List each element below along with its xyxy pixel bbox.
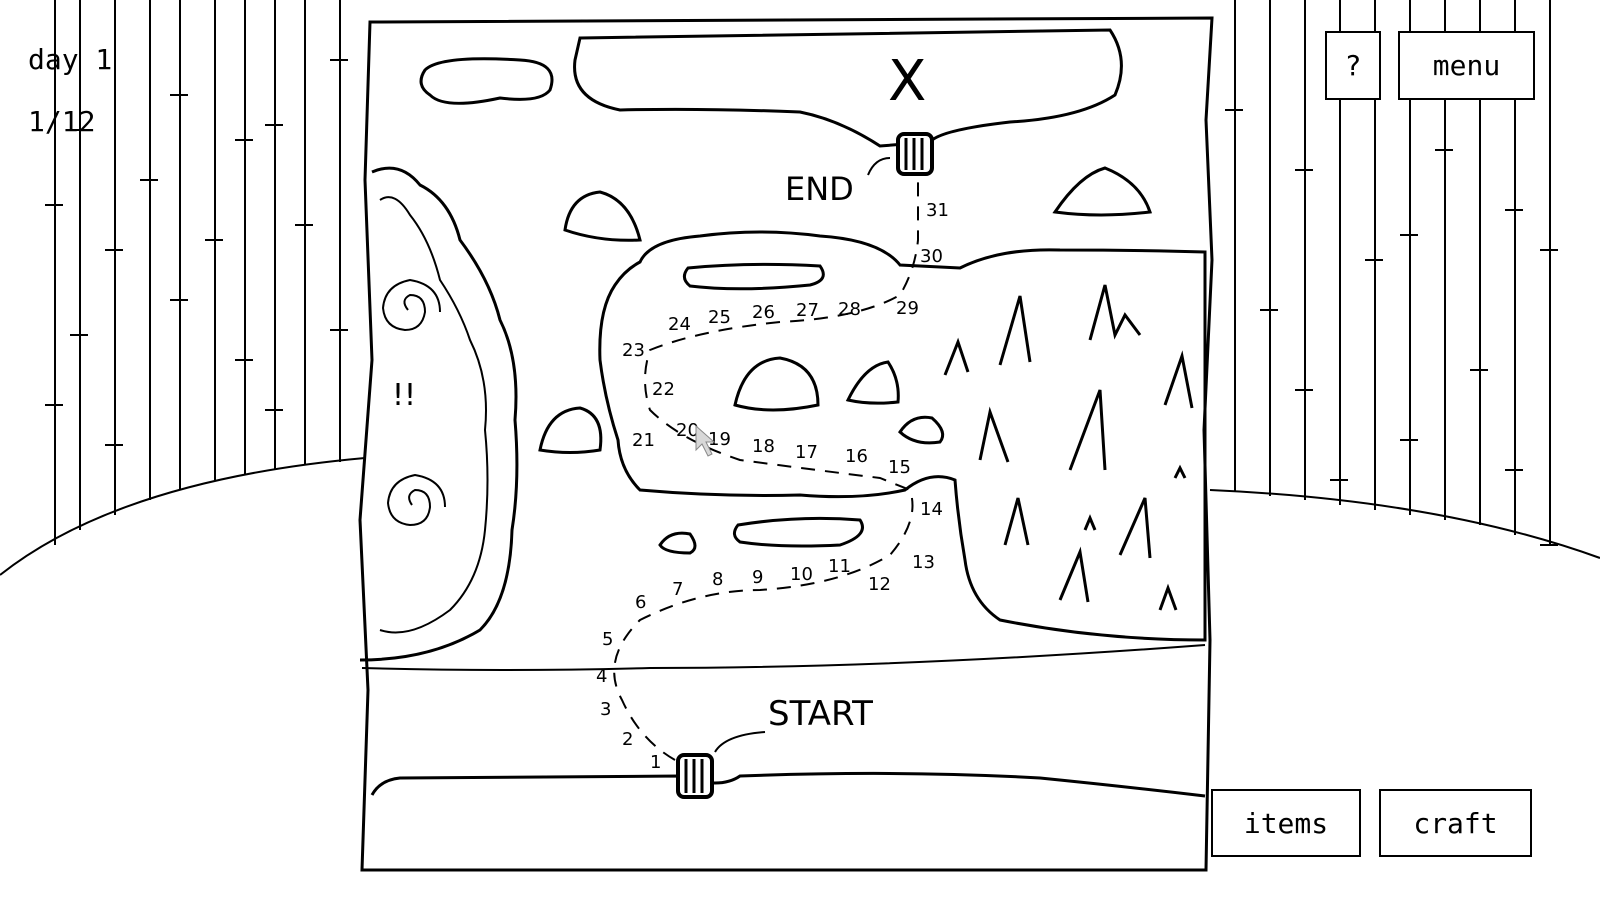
route-step: 7 (672, 579, 683, 600)
whirlpool-icon (386, 473, 446, 527)
route-step: 21 (632, 430, 655, 451)
help-button[interactable]: ? (1325, 31, 1381, 100)
route-step: 12 (868, 574, 891, 595)
route-step: 9 (752, 567, 763, 588)
ground-horizon (0, 457, 1600, 576)
route-step: 26 (752, 302, 775, 323)
warning-mark: !! (392, 378, 416, 413)
route-step: 13 (912, 552, 935, 573)
route-step: 5 (602, 629, 613, 650)
route-step: 1 (650, 752, 661, 773)
route-step: 4 (596, 666, 607, 687)
map-bottom-band (370, 771, 1206, 798)
route-step: 29 (896, 298, 919, 319)
menu-button[interactable]: menu (1398, 31, 1535, 100)
craft-button[interactable]: craft (1379, 789, 1532, 857)
start-label: START (768, 694, 873, 734)
route-path (613, 180, 919, 761)
end-label: END (785, 170, 854, 208)
map-paper (358, 16, 1214, 872)
route-step: 24 (668, 314, 691, 335)
route-step: 6 (635, 592, 646, 613)
route-step: 17 (795, 442, 818, 463)
route-step: 27 (796, 300, 819, 321)
route-step: 8 (712, 569, 723, 590)
route-step: 20 (676, 420, 699, 441)
map-rocks (419, 57, 1153, 555)
route-step: 18 (752, 436, 775, 457)
route-step: 19 (708, 429, 731, 450)
route-step: 22 (652, 379, 675, 400)
items-button[interactable]: items (1211, 789, 1361, 857)
route-step: 16 (845, 446, 868, 467)
route-step: 15 (888, 457, 911, 478)
day-counter: day 1 (28, 43, 113, 76)
route-step: 3 (600, 699, 611, 720)
route-step: 10 (790, 564, 813, 585)
route-step-labels: 1 2 3 4 5 6 7 8 9 10 11 12 13 14 15 16 1… (596, 200, 949, 773)
whirlpool-icon (381, 278, 441, 332)
route-step: 30 (920, 246, 943, 267)
route-step: 11 (828, 556, 851, 577)
x-mark: X (888, 49, 926, 114)
route-step: 25 (708, 307, 731, 328)
map-lake (573, 28, 1123, 148)
route-step: 28 (838, 299, 861, 320)
route-step: 31 (926, 200, 949, 221)
route-step: 2 (622, 729, 633, 750)
forest-trees (943, 284, 1194, 611)
cursor-icon (695, 424, 716, 457)
route-step: 23 (622, 340, 645, 361)
route-step: 14 (920, 499, 943, 520)
map-whirlpool-zone (359, 166, 519, 662)
map-forest-zone (598, 230, 1207, 642)
progress-counter: 1/12 (28, 105, 96, 138)
